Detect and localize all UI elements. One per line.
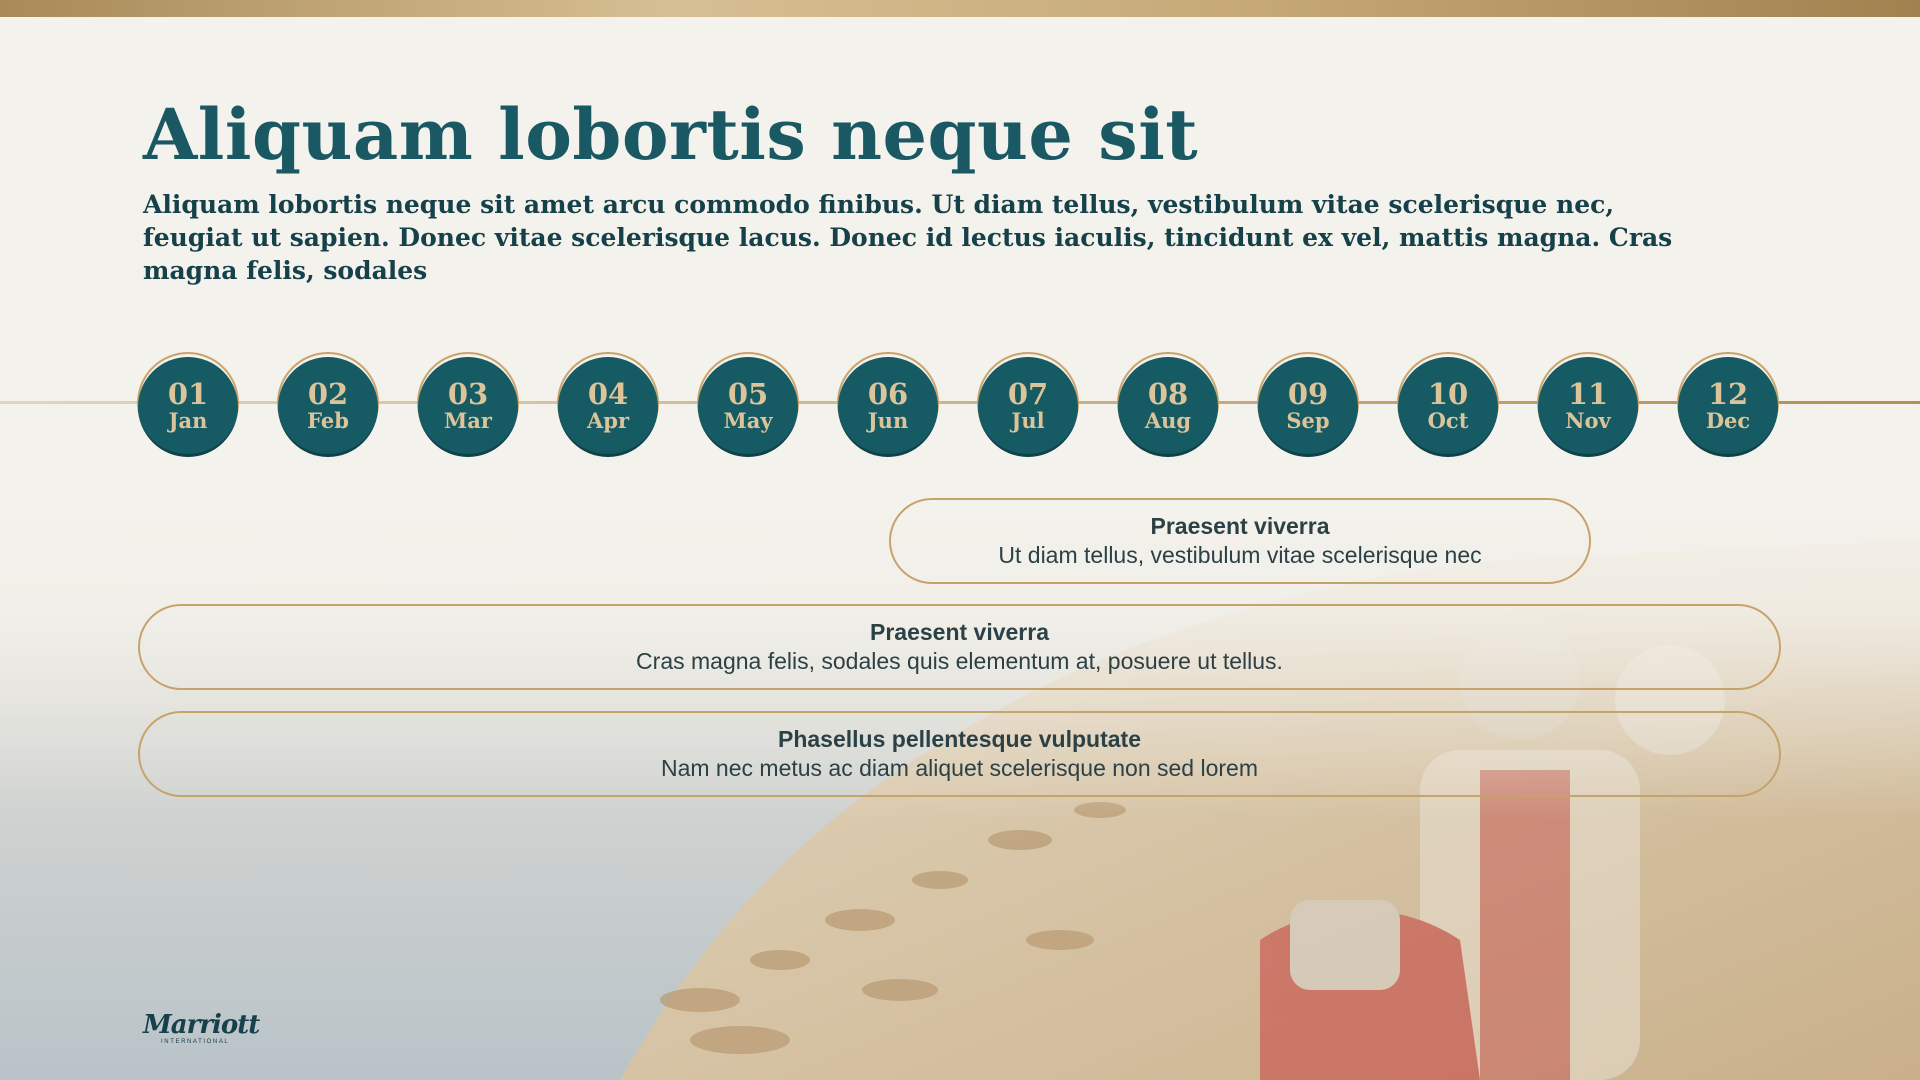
- logo-subtitle: INTERNATIONAL: [161, 1039, 230, 1045]
- timeline-line: [0, 401, 1920, 404]
- month-marker-apr: 04 Apr: [557, 352, 659, 462]
- month-name: Apr: [586, 407, 630, 433]
- item-title: Praesent viverra: [869, 619, 1049, 645]
- month-name: Feb: [307, 407, 349, 433]
- month-name: May: [723, 407, 773, 433]
- item-text: Nam nec metus ac diam aliquet scelerisqu…: [660, 755, 1258, 781]
- month-number: 02: [307, 376, 349, 411]
- item-text: Ut diam tellus, vestibulum vitae sceleri…: [998, 542, 1482, 568]
- item-title: Praesent viverra: [1150, 513, 1330, 539]
- timeline-item-1: Praesent viverra Ut diam tellus, vestibu…: [889, 498, 1591, 584]
- background-fade: [0, 440, 1920, 820]
- logo-mark: Marriott: [143, 1010, 260, 1040]
- marriott-logo: Marriott INTERNATIONAL: [143, 1010, 260, 1048]
- month-timeline: 01 Jan 02 Feb 03 Mar 04 Apr 05 May: [0, 0, 1920, 480]
- month-name: Jul: [1011, 407, 1045, 433]
- month-number: 01: [167, 376, 209, 411]
- month-name: Jun: [867, 407, 909, 433]
- month-name: Aug: [1144, 407, 1192, 433]
- month-marker-dec: 12 Dec: [1677, 352, 1779, 462]
- month-number: 08: [1147, 376, 1189, 411]
- month-marker-jan: 01 Jan: [137, 352, 239, 462]
- month-marker-aug: 08 Aug: [1117, 352, 1219, 462]
- month-name: Oct: [1427, 407, 1469, 433]
- month-name: Jan: [168, 407, 208, 433]
- item-text: Cras magna felis, sodales quis elementum…: [636, 648, 1283, 674]
- month-number: 05: [727, 376, 769, 411]
- month-number: 10: [1427, 376, 1469, 411]
- month-number: 03: [447, 376, 489, 411]
- month-number: 04: [587, 376, 629, 411]
- month-number: 12: [1707, 376, 1749, 411]
- month-marker-oct: 10 Oct: [1397, 352, 1499, 462]
- month-number: 07: [1007, 376, 1049, 411]
- month-marker-feb: 02 Feb: [277, 352, 379, 462]
- page-subtitle: Aliquam lobortis neque sit amet arcu com…: [143, 190, 1673, 285]
- month-name: Nov: [1565, 407, 1611, 433]
- month-number: 11: [1567, 376, 1609, 411]
- month-number: 06: [867, 376, 909, 411]
- timeline-item-3: Phasellus pellentesque vulputate Nam nec…: [138, 711, 1781, 797]
- month-marker-may: 05 May: [697, 352, 799, 462]
- month-marker-sep: 09 Sep: [1257, 352, 1359, 462]
- month-marker-jun: 06 Jun: [837, 352, 939, 462]
- item-title: Phasellus pellentesque vulputate: [778, 726, 1141, 752]
- month-number: 09: [1287, 376, 1329, 411]
- month-marker-mar: 03 Mar: [417, 352, 519, 462]
- month-marker-nov: 11 Nov: [1537, 352, 1639, 462]
- month-name: Sep: [1286, 407, 1330, 433]
- month-name: Dec: [1705, 407, 1751, 433]
- top-accent-bar: [0, 0, 1920, 17]
- timeline-item-2: Praesent viverra Cras magna felis, sodal…: [138, 604, 1781, 690]
- month-marker-jul: 07 Jul: [977, 352, 1079, 462]
- month-name: Mar: [444, 407, 492, 433]
- page-title: Aliquam lobortis neque sit: [143, 93, 1199, 176]
